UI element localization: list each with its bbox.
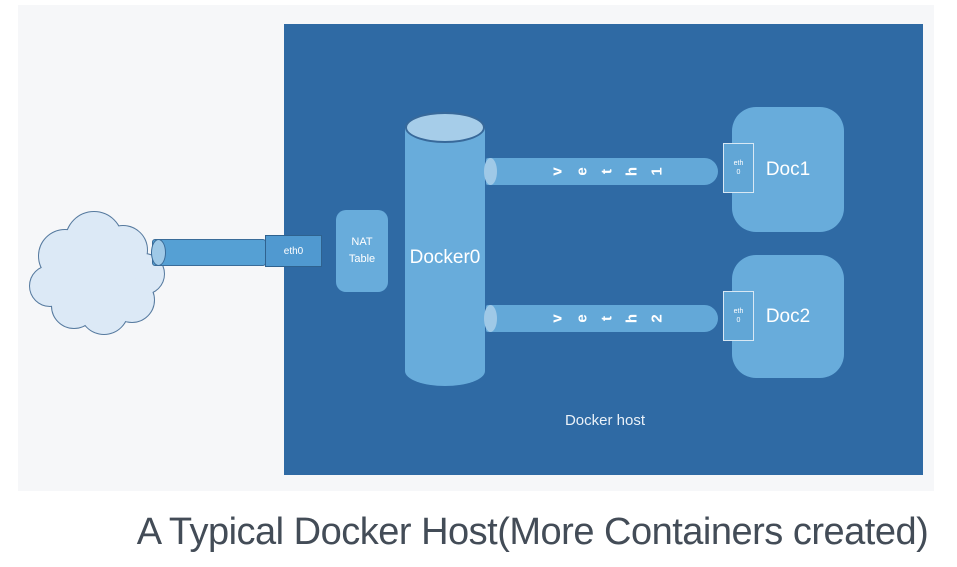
doc1-eth0-label-line2: 0: [736, 169, 741, 176]
veth1-pipe: v e t h 1: [484, 158, 718, 185]
doc2-eth0-box: eth 0: [723, 291, 754, 341]
docker0-bridge-cylinder: [405, 128, 485, 386]
pipe-end-cap: [484, 305, 497, 332]
veth1-letter: 1: [648, 167, 666, 176]
figure-caption: A Typical Docker Host(More Containers cr…: [136, 511, 929, 553]
doc1-eth0-label-line1: eth: [733, 159, 744, 167]
veth2-label: v e t h 2: [548, 305, 666, 332]
veth1-letter: t: [598, 169, 616, 174]
container-doc1-label: Doc1: [765, 158, 811, 180]
host-eth0-label: eth0: [283, 245, 304, 257]
veth1-letter: v: [548, 167, 566, 176]
pipe-end-cap: [151, 239, 166, 266]
veth1-letter: h: [623, 166, 641, 177]
veth1-label: v e t h 1: [548, 158, 666, 185]
veth2-letter: h: [623, 313, 641, 324]
external-network-pipe: [151, 239, 266, 266]
veth2-letter: e: [573, 314, 591, 323]
nat-table-box: NAT Table: [336, 210, 388, 292]
docker0-bridge-label: Docker0: [409, 247, 481, 268]
docker0-cylinder-top: [405, 112, 485, 143]
nat-table-label-line1: NAT: [351, 235, 373, 248]
doc2-eth0-label-line2: 0: [736, 317, 741, 324]
veth2-letter: t: [598, 316, 616, 321]
veth2-letter: v: [548, 314, 566, 323]
docker-host-label: Docker host: [564, 412, 646, 429]
veth2-pipe: v e t h 2: [484, 305, 718, 332]
host-eth0-box: eth0: [265, 235, 322, 267]
pipe-end-cap: [484, 158, 497, 185]
doc1-eth0-box: eth 0: [723, 143, 754, 193]
nat-table-label-line2: Table: [348, 253, 376, 265]
veth2-letter: 2: [648, 314, 666, 323]
doc2-eth0-label-line1: eth: [733, 307, 744, 315]
docker-host-boundary: [284, 24, 923, 475]
internet-cloud-icon: [29, 211, 165, 335]
veth1-letter: e: [573, 167, 591, 176]
container-doc2-label: Doc2: [765, 305, 811, 327]
